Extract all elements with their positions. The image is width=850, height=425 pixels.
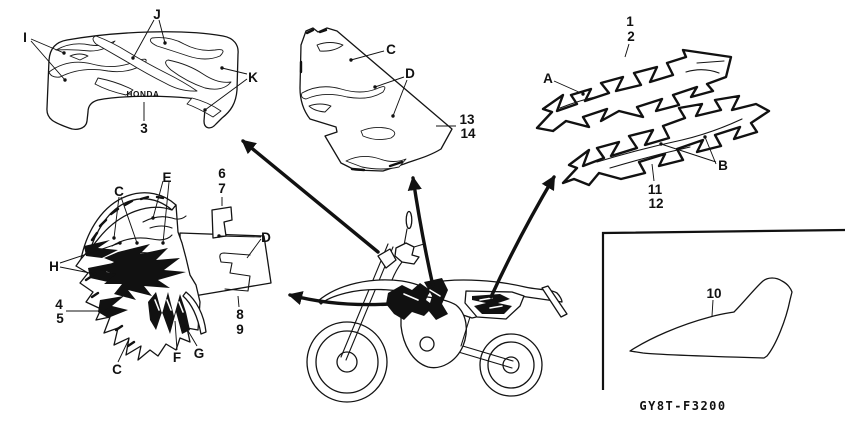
leader-dots-shroud	[93, 216, 221, 276]
tank-decal-view: HONDA I J K 3	[23, 7, 258, 136]
front-wheel	[306, 321, 388, 403]
callout-G: G	[194, 346, 205, 361]
callout-3: 3	[140, 121, 148, 136]
stripe-upper-band	[535, 48, 733, 133]
pointer-arrows	[241, 139, 556, 307]
callout-5: 5	[56, 311, 64, 326]
rear-wheel	[479, 333, 543, 397]
stripe-lower-band	[561, 94, 771, 187]
callout-E: E	[162, 170, 171, 185]
leader-dots-front-panel	[349, 58, 395, 118]
leader-lines-shroud	[59, 180, 262, 363]
arrow-to-front-panel-view	[407, 175, 435, 288]
shroud-panel-cutout	[219, 252, 251, 292]
callout-10: 10	[706, 286, 721, 301]
callout-C-bottom: C	[112, 362, 122, 377]
leader-lines-tank	[30, 19, 248, 121]
swingarm	[454, 343, 514, 369]
stripe-decal-view: 1 2 A B 11 12	[535, 14, 771, 211]
callout-B: B	[718, 158, 728, 173]
callout-A: A	[543, 71, 553, 86]
callout-12: 12	[648, 196, 663, 211]
callout-I: I	[23, 30, 27, 45]
leader-dots-stripe	[581, 92, 707, 146]
motorcycle-illustration	[306, 210, 568, 403]
callout-14: 14	[460, 126, 476, 141]
frame-strut	[460, 316, 471, 347]
seat-panel-view: 10 GY8T-F3200	[601, 228, 846, 413]
callout-7: 7	[218, 181, 226, 196]
callout-2: 2	[627, 29, 635, 44]
callout-8: 8	[236, 307, 244, 322]
front-panel-camo	[299, 28, 407, 172]
arrow-to-shroud-view	[287, 291, 391, 307]
headlight-plate	[377, 248, 397, 269]
callout-1: 1	[626, 14, 634, 29]
seat-outline	[629, 277, 793, 359]
shroud-view: C E 6 7 D H 4 5 8 9 F G C	[49, 166, 272, 377]
tail-blade	[541, 285, 568, 318]
front-panel-view: C D 13 14	[299, 27, 476, 172]
tank-camo-stripes	[48, 35, 232, 118]
handlebar-mirror	[391, 210, 425, 281]
callout-6: 6	[218, 166, 226, 181]
callout-11: 11	[648, 182, 663, 197]
shroud-lower-blade	[182, 291, 207, 335]
leader-lines-stripe	[553, 43, 717, 182]
arrow-to-stripe-view	[489, 175, 556, 299]
front-panel-outline	[299, 27, 453, 172]
shroud-tab	[211, 206, 233, 239]
leader-lines-front-panel	[350, 50, 456, 127]
engine-pod	[400, 295, 467, 369]
callout-9: 9	[236, 322, 244, 337]
leader-dots-tank	[62, 41, 224, 112]
arrow-to-tank-view	[241, 139, 380, 254]
callout-K: K	[248, 70, 258, 85]
shroud-camo-black	[84, 240, 190, 334]
callout-J: J	[153, 7, 161, 22]
callout-4: 4	[55, 297, 63, 312]
callout-C-top: C	[114, 184, 124, 199]
frame-border	[601, 228, 846, 390]
callout-D2: D	[261, 230, 271, 245]
callout-F: F	[173, 350, 181, 365]
drawing-code: GY8T-F3200	[639, 399, 726, 413]
callout-13: 13	[459, 112, 475, 127]
callout-D: D	[405, 66, 415, 81]
honda-logo-text: HONDA	[126, 90, 159, 99]
engine-cap	[419, 336, 435, 352]
callout-H: H	[49, 259, 59, 274]
tank-camo-patches	[386, 278, 448, 320]
callout-C: C	[386, 42, 396, 57]
